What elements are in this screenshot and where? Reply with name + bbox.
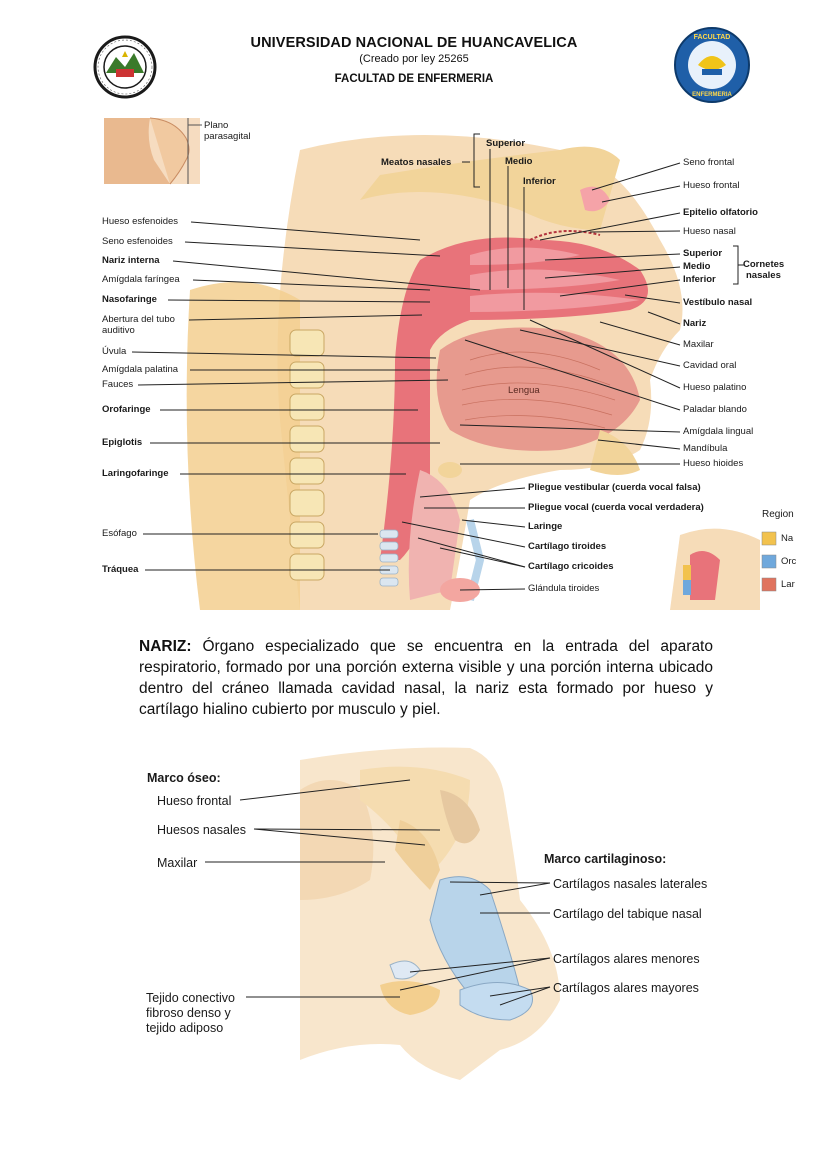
label-tejido-line1: Tejido conectivo: [146, 991, 235, 1005]
legend-item-laringe: Lar: [781, 579, 795, 590]
legend-title: Region: [762, 509, 794, 520]
label-maxilar-2: Maxilar: [157, 856, 198, 870]
tongue-label: Lengua: [508, 385, 540, 396]
label-seno-esfenoides: Seno esfenoides: [102, 236, 173, 247]
label-glandula-tiroides: Glándula tiroides: [528, 583, 600, 594]
label-maxilar: Maxilar: [683, 339, 714, 350]
marco-oseo-heading: Marco óseo:: [147, 771, 221, 785]
label-amigdala-palatina: Amígdala palatina: [102, 364, 179, 375]
label-epitelio-olfatorio: Epitelio olfatorio: [683, 207, 758, 218]
label-laringe: Laringe: [528, 521, 563, 532]
label-seno-frontal: Seno frontal: [683, 157, 735, 168]
label-cartilago-cricoides: Cartílago cricoides: [528, 561, 614, 572]
label-cartilago-tiroides: Cartílago tiroides: [528, 541, 607, 552]
label-tejido-line2: fibroso denso y: [146, 1006, 231, 1020]
label-cornetes-line1: Cornetes: [743, 259, 785, 270]
meatos-medio: Medio: [505, 156, 533, 167]
label-orofaringe: Orofaringe: [102, 404, 151, 415]
label-cornete-inferior: Inferior: [683, 274, 716, 285]
label-nariz: Nariz: [683, 318, 707, 329]
label-paladar-blando: Paladar blando: [683, 404, 747, 415]
label-pliegue-vestibular: Pliegue vestibular (cuerda vocal falsa): [528, 482, 701, 493]
label-hueso-palatino: Hueso palatino: [683, 382, 747, 393]
nariz-description: Órgano especializado que se encuentra en…: [139, 638, 713, 718]
label-esofago: Esófago: [102, 528, 137, 539]
label-fauces: Fauces: [102, 379, 134, 390]
legend-item-nasal: Na: [781, 533, 794, 544]
sagittal-section-illustration: [104, 117, 777, 610]
svg-text:FACULTAD: FACULTAD: [694, 34, 731, 41]
creation-law: (Creado por ley 25265: [359, 53, 469, 65]
faculty-seal-right: FACULTAD ENFERMERIA: [672, 25, 752, 105]
label-huesos-nasales: Huesos nasales: [157, 823, 246, 837]
nariz-term: NARIZ:: [139, 638, 192, 655]
label-hueso-esfenoides: Hueso esfenoides: [102, 216, 179, 227]
label-cornete-medio: Medio: [683, 261, 711, 272]
legend-item-oral: Orc: [781, 556, 797, 567]
faculty-name: FACULTAD DE ENFERMERIA: [334, 73, 494, 85]
label-tejido-line3: tejido adiposo: [146, 1021, 224, 1035]
meatos-inferior: Inferior: [523, 176, 556, 187]
label-hueso-frontal: Hueso frontal: [683, 180, 740, 191]
label-cornetes-line2: nasales: [746, 270, 781, 281]
plano-label-line2: parasagital: [204, 131, 251, 142]
label-cartilagos-laterales: Cartílagos nasales laterales: [553, 877, 708, 891]
label-epiglotis: Epiglotis: [102, 437, 143, 448]
label-hueso-nasal: Hueso nasal: [683, 226, 736, 237]
label-pliegue-vocal: Pliegue vocal (cuerda vocal verdadera): [528, 502, 704, 513]
label-laringofaringe: Laringofaringe: [102, 468, 169, 479]
plano-label-line1: Plano: [204, 120, 229, 131]
label-amigdala-faringea: Amígdala faríngea: [102, 274, 180, 285]
label-alares-menores: Cartílagos alares menores: [553, 952, 700, 966]
svg-text:ENFERMERIA: ENFERMERIA: [692, 92, 732, 98]
university-name: UNIVERSIDAD NACIONAL DE HUANCAVELICA: [250, 35, 578, 51]
label-cavidad-oral: Cavidad oral: [683, 360, 737, 371]
label-nasofaringe: Nasofaringe: [102, 294, 157, 305]
marco-cartilaginoso-heading: Marco cartilaginoso:: [544, 852, 667, 866]
label-traquea: Tráquea: [102, 564, 139, 575]
label-amigdala-lingual: Amígdala lingual: [683, 426, 754, 437]
nariz-paragraph: NARIZ: Órgano especializado que se encue…: [139, 636, 713, 720]
label-cornete-superior: Superior: [683, 248, 723, 259]
label-hueso-frontal-2: Hueso frontal: [157, 794, 232, 808]
label-vestibulo-nasal: Vestíbulo nasal: [683, 297, 753, 308]
label-uvula: Úvula: [102, 346, 127, 357]
label-hueso-hioides: Hueso hioides: [683, 458, 744, 469]
label-abertura-tubo: Abertura del tubo: [102, 314, 175, 325]
meatos-label: Meatos nasales: [381, 157, 452, 168]
label-auditivo: auditivo: [102, 325, 135, 336]
label-nariz-interna: Nariz interna: [102, 255, 160, 266]
meatos-superior: Superior: [486, 138, 526, 149]
label-cartilago-tabique: Cartílago del tabique nasal: [553, 907, 702, 921]
label-alares-mayores: Cartílagos alares mayores: [553, 981, 699, 995]
label-mandibula: Mandíbula: [683, 443, 728, 454]
university-seal-left: [92, 27, 158, 107]
